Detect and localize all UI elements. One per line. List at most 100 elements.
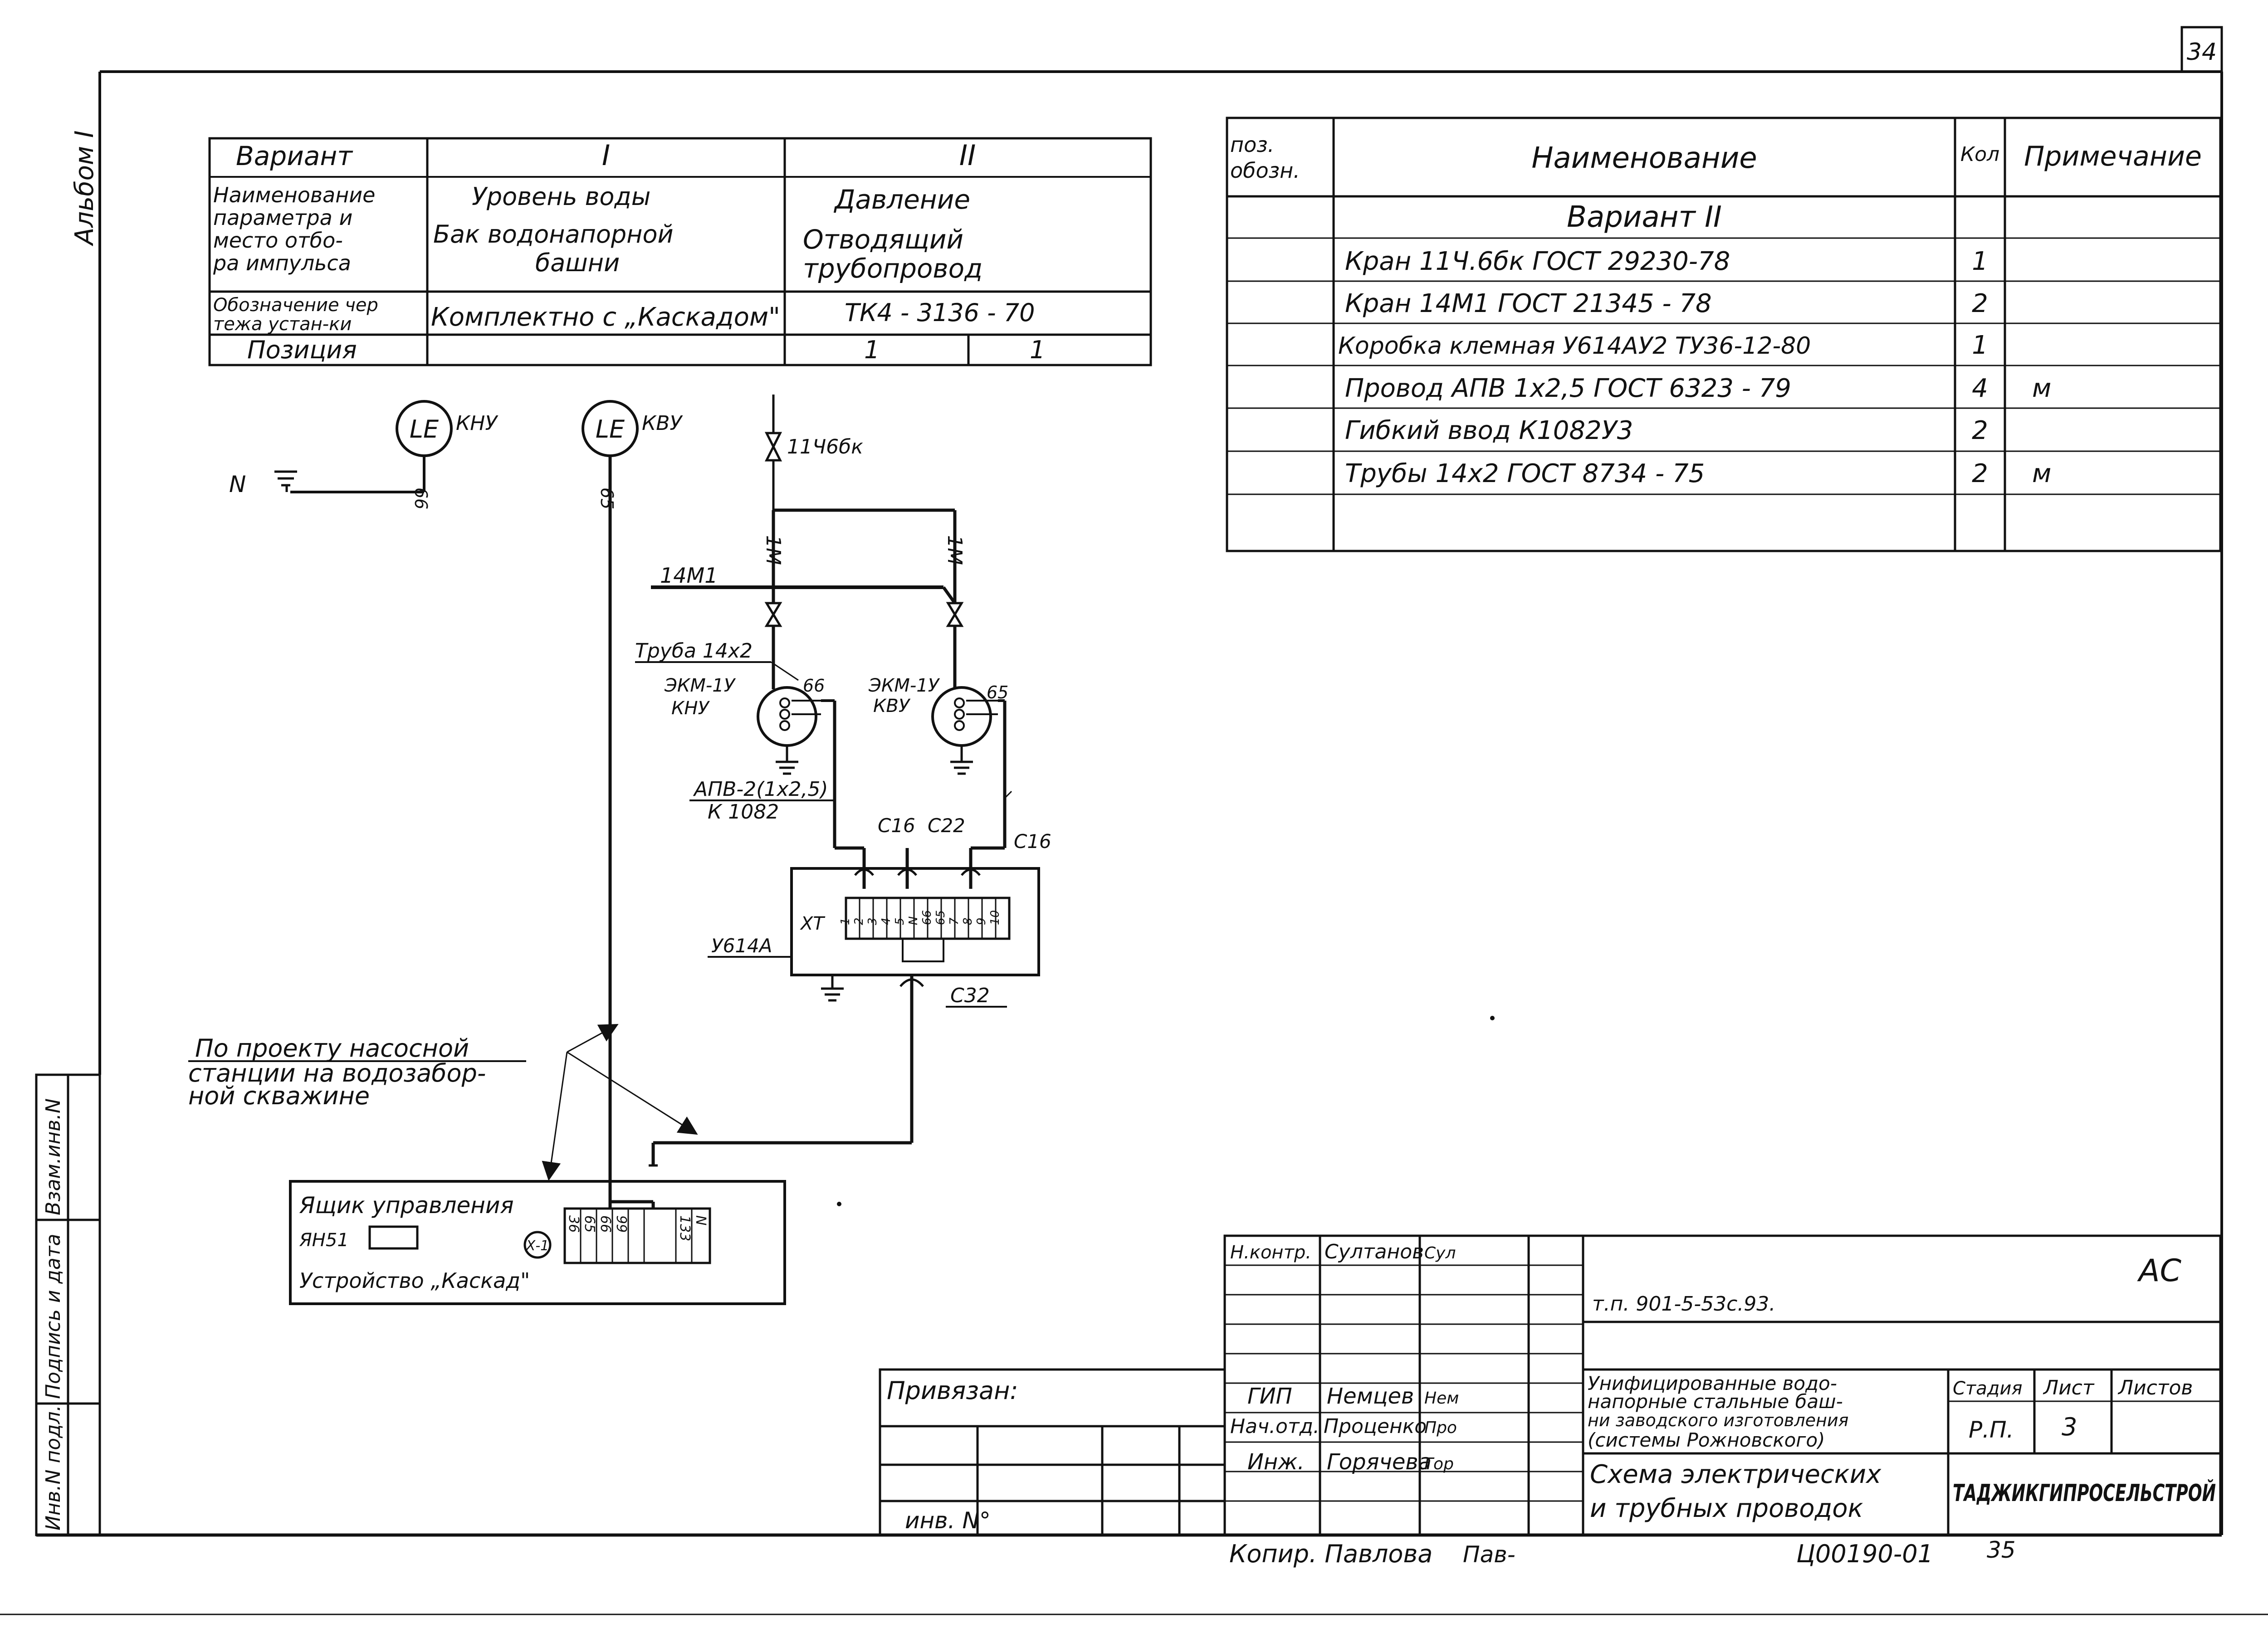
- control-terminal-label: 36: [566, 1215, 582, 1233]
- terminal-label: 9: [975, 917, 988, 925]
- sensor-kvu-symbol: LE: [596, 415, 625, 444]
- gland-2: С22: [928, 814, 965, 837]
- spec-table: [1226, 117, 2222, 552]
- spec-header-qty: Кол: [1960, 143, 1999, 166]
- variant-row-label-line: место отбо-: [213, 228, 343, 253]
- role-nachotd: Нач.отд.: [1230, 1415, 1320, 1438]
- project-title-line: ни заводского изготовления: [1588, 1410, 1848, 1430]
- valve-top-label: 11Ч6бк: [787, 435, 863, 458]
- variant-row-label-line: Наименование: [213, 183, 375, 207]
- variant-row-label-line: параметра и: [213, 205, 352, 230]
- variant-v2-line: трубопровод: [803, 253, 982, 284]
- cable-label-2: К 1082: [708, 800, 779, 824]
- gland-bottom: С32: [950, 984, 990, 1007]
- variant-header-1: I: [602, 139, 610, 172]
- variant-v2-line: Отводящий: [803, 224, 963, 255]
- sheet-label: Лист: [2043, 1376, 2095, 1399]
- terminal-block-name: ХТ: [800, 913, 826, 934]
- project-number: т.п. 901-5-53с.93.: [1592, 1292, 1775, 1316]
- variant-header-label: Вариант: [236, 141, 353, 171]
- schematic: [188, 395, 1495, 1305]
- gauge-knu-name: КНУ: [671, 698, 710, 719]
- valve-top: [764, 395, 782, 510]
- pipe-label: Труба 14х2: [635, 639, 753, 663]
- copied-by: Копир. Павлова: [1229, 1540, 1432, 1568]
- doc-code: Ц00190-01: [1796, 1540, 1933, 1568]
- terminal-label: 5: [893, 917, 907, 925]
- copied-sign: Пав-: [1463, 1541, 1515, 1568]
- variant-table: [208, 137, 1152, 366]
- variant-position-1: 1: [864, 336, 880, 364]
- variant-v1-line: Уровень воды: [472, 182, 650, 211]
- gland-3: С16: [1014, 830, 1051, 853]
- variant-row-label-line: тежа устан-ки: [213, 314, 352, 335]
- terminal-label: 8: [961, 917, 975, 925]
- valve-left: [764, 602, 782, 689]
- spec-row-name: Гибкий ввод К1082У3: [1345, 416, 1633, 445]
- side-stamp-replace: Взам.инв.N: [42, 1098, 65, 1215]
- terminal-label: 1: [839, 917, 852, 925]
- spec-row-qty: 1: [1972, 247, 1988, 276]
- note-line: станции на водозабор-: [188, 1059, 486, 1087]
- title-block: [879, 1234, 2222, 1536]
- sign-inzh: Гор: [1424, 1455, 1454, 1473]
- stage-value: Р.П.: [1969, 1417, 2014, 1443]
- terminal-label: 3: [866, 917, 880, 925]
- terminal-label: 66: [920, 910, 934, 925]
- pipe-length-left: 1М: [762, 535, 785, 565]
- gauge-knu-model: ЭКМ-1У: [664, 675, 736, 696]
- variant-v1-line: Комплектно с „Каскадом": [431, 302, 780, 332]
- project-title-line: напорные стальные баш-: [1588, 1390, 1843, 1413]
- control-box-title: Ящик управления: [299, 1192, 514, 1219]
- variant-v2-line: Давление: [833, 184, 970, 215]
- spec-row-name: Кран 11Ч.6бк ГОСТ 29230-78: [1345, 247, 1730, 276]
- variant-row-label-line: Позиция: [247, 336, 357, 364]
- valve-side-label: 14М1: [660, 563, 718, 588]
- gauge-kvu-name: КВУ: [873, 696, 911, 717]
- spec-variant-title: Вариант II: [1567, 200, 1722, 234]
- valve-right: [946, 602, 964, 689]
- spec-row-qty: 2: [1972, 289, 1988, 318]
- album-label: Альбом I: [70, 131, 99, 246]
- control-box: [289, 1180, 786, 1305]
- drawing-title-line: Схема электрических: [1590, 1460, 1882, 1489]
- name-nkontr: Султанов: [1325, 1240, 1424, 1263]
- note-line: ной скважине: [188, 1082, 370, 1110]
- terminal-label: 2: [852, 917, 866, 925]
- control-terminal-label: N: [693, 1215, 709, 1225]
- name-nachotd: Проценко: [1324, 1415, 1427, 1438]
- control-terminal-label: 66: [597, 1215, 613, 1233]
- spec-header-pos: поз.: [1230, 132, 1274, 157]
- sheet-value: 3: [2062, 1413, 2077, 1441]
- pressure-gauge-kvu: [931, 686, 992, 747]
- gauge-knu-wire: 66: [803, 676, 825, 696]
- control-box-model: ЯН51: [299, 1230, 349, 1251]
- spec-header-pos2: обозн.: [1230, 158, 1300, 183]
- control-terminal-labels: 36 65 66 99 133 N: [566, 1215, 709, 1241]
- variant-v2-line: ТК4 - 3136 - 70: [845, 298, 1035, 327]
- gauge-kvu-wire: 65: [987, 682, 1008, 702]
- spec-row-note: м: [2032, 459, 2051, 488]
- name-gip: Немцев: [1327, 1384, 1414, 1409]
- note-line: По проекту насосной: [195, 1034, 469, 1063]
- control-box-connector-label: Х-1: [525, 1238, 549, 1254]
- variant-v1-line: башни: [535, 249, 620, 277]
- terminal-labels: 1 2 3 4 5 N 66 65 7 8 9 10: [839, 910, 1002, 925]
- spec-row-qty: 2: [1972, 459, 1988, 488]
- role-gip: ГИП: [1247, 1384, 1292, 1409]
- bound-label: Привязан:: [887, 1376, 1018, 1405]
- control-terminal-label: 99: [613, 1215, 629, 1233]
- control-box-terminals: [563, 1207, 711, 1264]
- control-terminal-label: 133: [677, 1215, 693, 1241]
- sensor-knu-symbol: LE: [410, 415, 439, 444]
- drawing-title-line: и трубных проводок: [1590, 1494, 1863, 1523]
- side-stamp-inv: Инв.N подл.: [42, 1405, 65, 1531]
- spec-row-qty: 1: [1972, 331, 1988, 360]
- cable-label-1: АПВ-2(1х2,5): [693, 778, 828, 801]
- side-stamp-sign: Подпись и дата: [42, 1234, 65, 1399]
- spec-row-name: Провод АПВ 1х2,5 ГОСТ 6323 - 79: [1345, 374, 1791, 403]
- neutral-label: N: [229, 471, 246, 497]
- name-inzh: Горячева: [1327, 1449, 1432, 1475]
- variant-header-2: II: [959, 139, 976, 172]
